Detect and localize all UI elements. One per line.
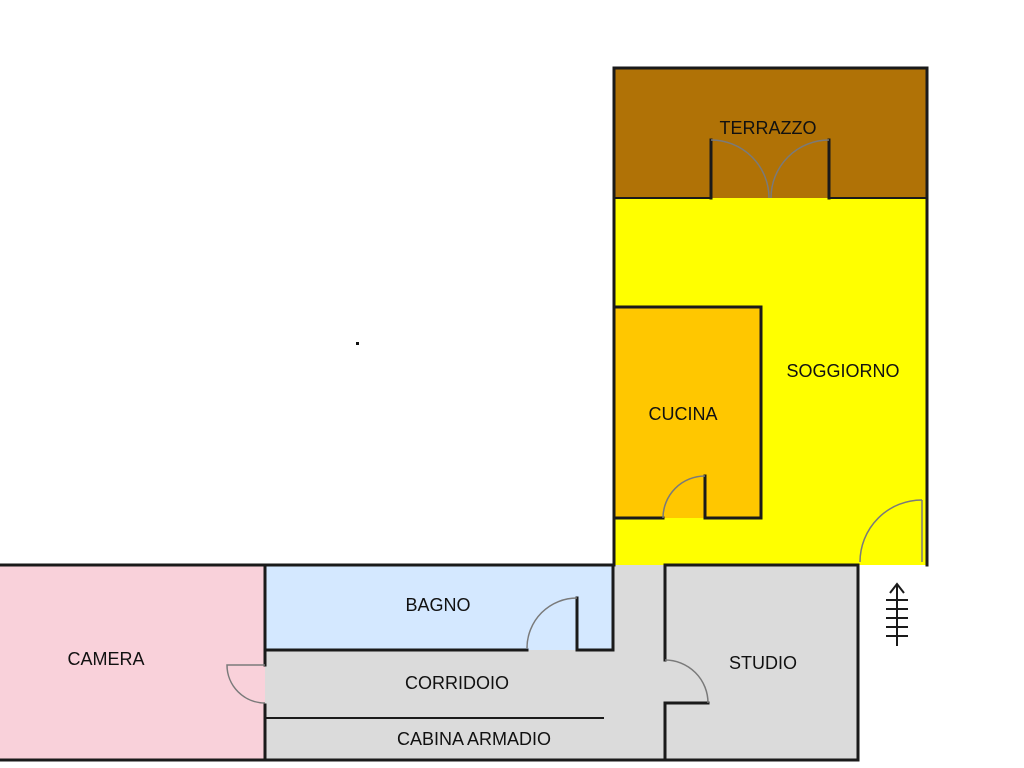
room-camera (0, 565, 265, 760)
door-terrazzo-left (710, 139, 770, 199)
room-bagno (265, 565, 613, 650)
label-cabina-armadio: CABINA ARMADIO (397, 729, 551, 749)
door-studio (664, 659, 709, 704)
room-terrazzo (614, 68, 927, 198)
wall-cucina (612, 305, 763, 520)
door-camera (226, 664, 266, 704)
door-terrazzo-right (770, 139, 830, 199)
room-studio (665, 565, 858, 760)
door-bagno (526, 597, 578, 649)
door-cucina (662, 475, 706, 519)
label-corridoio: CORRIDOIO (405, 673, 509, 693)
label-camera: CAMERA (67, 649, 144, 669)
room-cabina-armadio (265, 718, 665, 760)
label-terrazzo: TERRAZZO (720, 118, 817, 138)
walls (0, 66, 929, 762)
room-cucina (614, 307, 761, 518)
doors (226, 139, 923, 704)
stray-dot (356, 342, 359, 345)
door-soggiorno-entry (859, 499, 923, 563)
room-corridoio (265, 565, 665, 718)
label-bagno: BAGNO (405, 595, 470, 615)
entrance-arrow-icon (886, 582, 908, 646)
label-cucina: CUCINA (648, 404, 717, 424)
label-studio: STUDIO (729, 653, 797, 673)
label-soggiorno: SOGGIORNO (786, 361, 899, 381)
wall-upper-outline (612, 66, 929, 567)
